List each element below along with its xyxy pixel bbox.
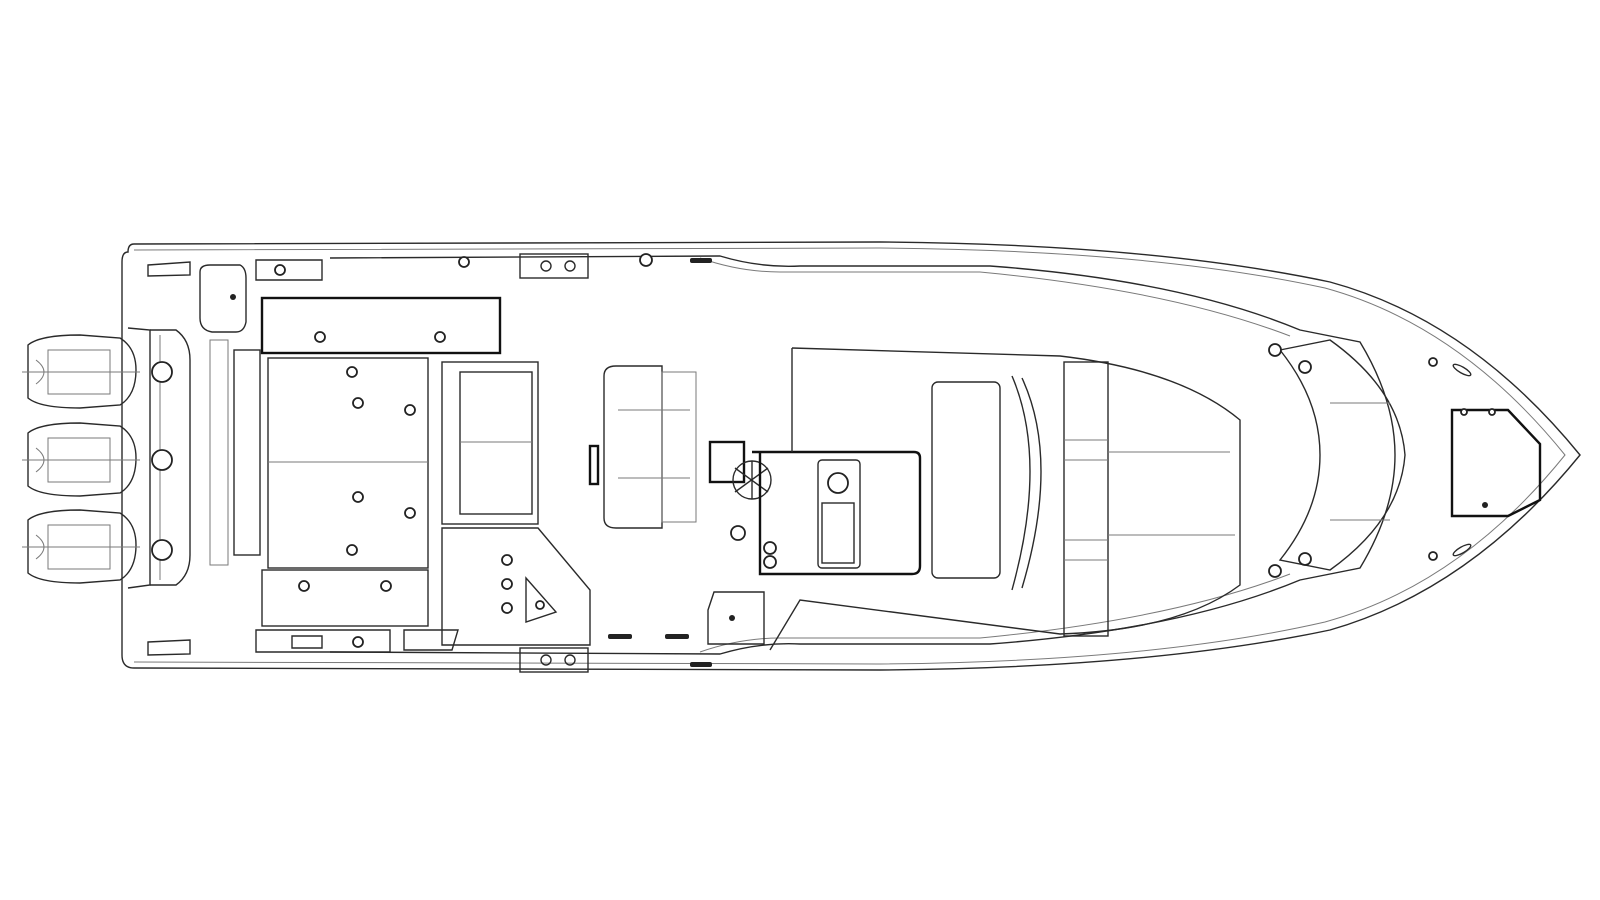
leaning-post-seat xyxy=(588,365,697,529)
bow-seating xyxy=(1268,339,1406,578)
outboard-engine-icon xyxy=(22,334,140,409)
outboard-engine-icon xyxy=(22,422,140,497)
hull-outline xyxy=(121,241,1581,671)
bow-cleats xyxy=(1428,357,1472,561)
outboard-engine-icon xyxy=(22,509,140,584)
anchor-locker-hatch xyxy=(1450,408,1542,518)
transom-fitting-icon xyxy=(151,539,173,561)
aft-lockers xyxy=(199,259,459,653)
console-structure xyxy=(769,347,1241,651)
console-seat xyxy=(931,381,1001,579)
tackle-station xyxy=(441,527,591,646)
outboard-engines xyxy=(22,334,140,584)
cockpit-hatch xyxy=(267,357,429,569)
helm-wheel-icon xyxy=(732,460,772,500)
aft-bench-seat xyxy=(209,339,429,627)
helm-console xyxy=(707,440,922,645)
cockpit-seat-box xyxy=(441,361,539,525)
gunwale-fittings xyxy=(458,253,712,673)
transom xyxy=(127,261,191,656)
aft-fish-box-top xyxy=(260,296,502,355)
transom-fitting-icon xyxy=(151,449,173,471)
transom-fitting-icon xyxy=(151,361,173,383)
